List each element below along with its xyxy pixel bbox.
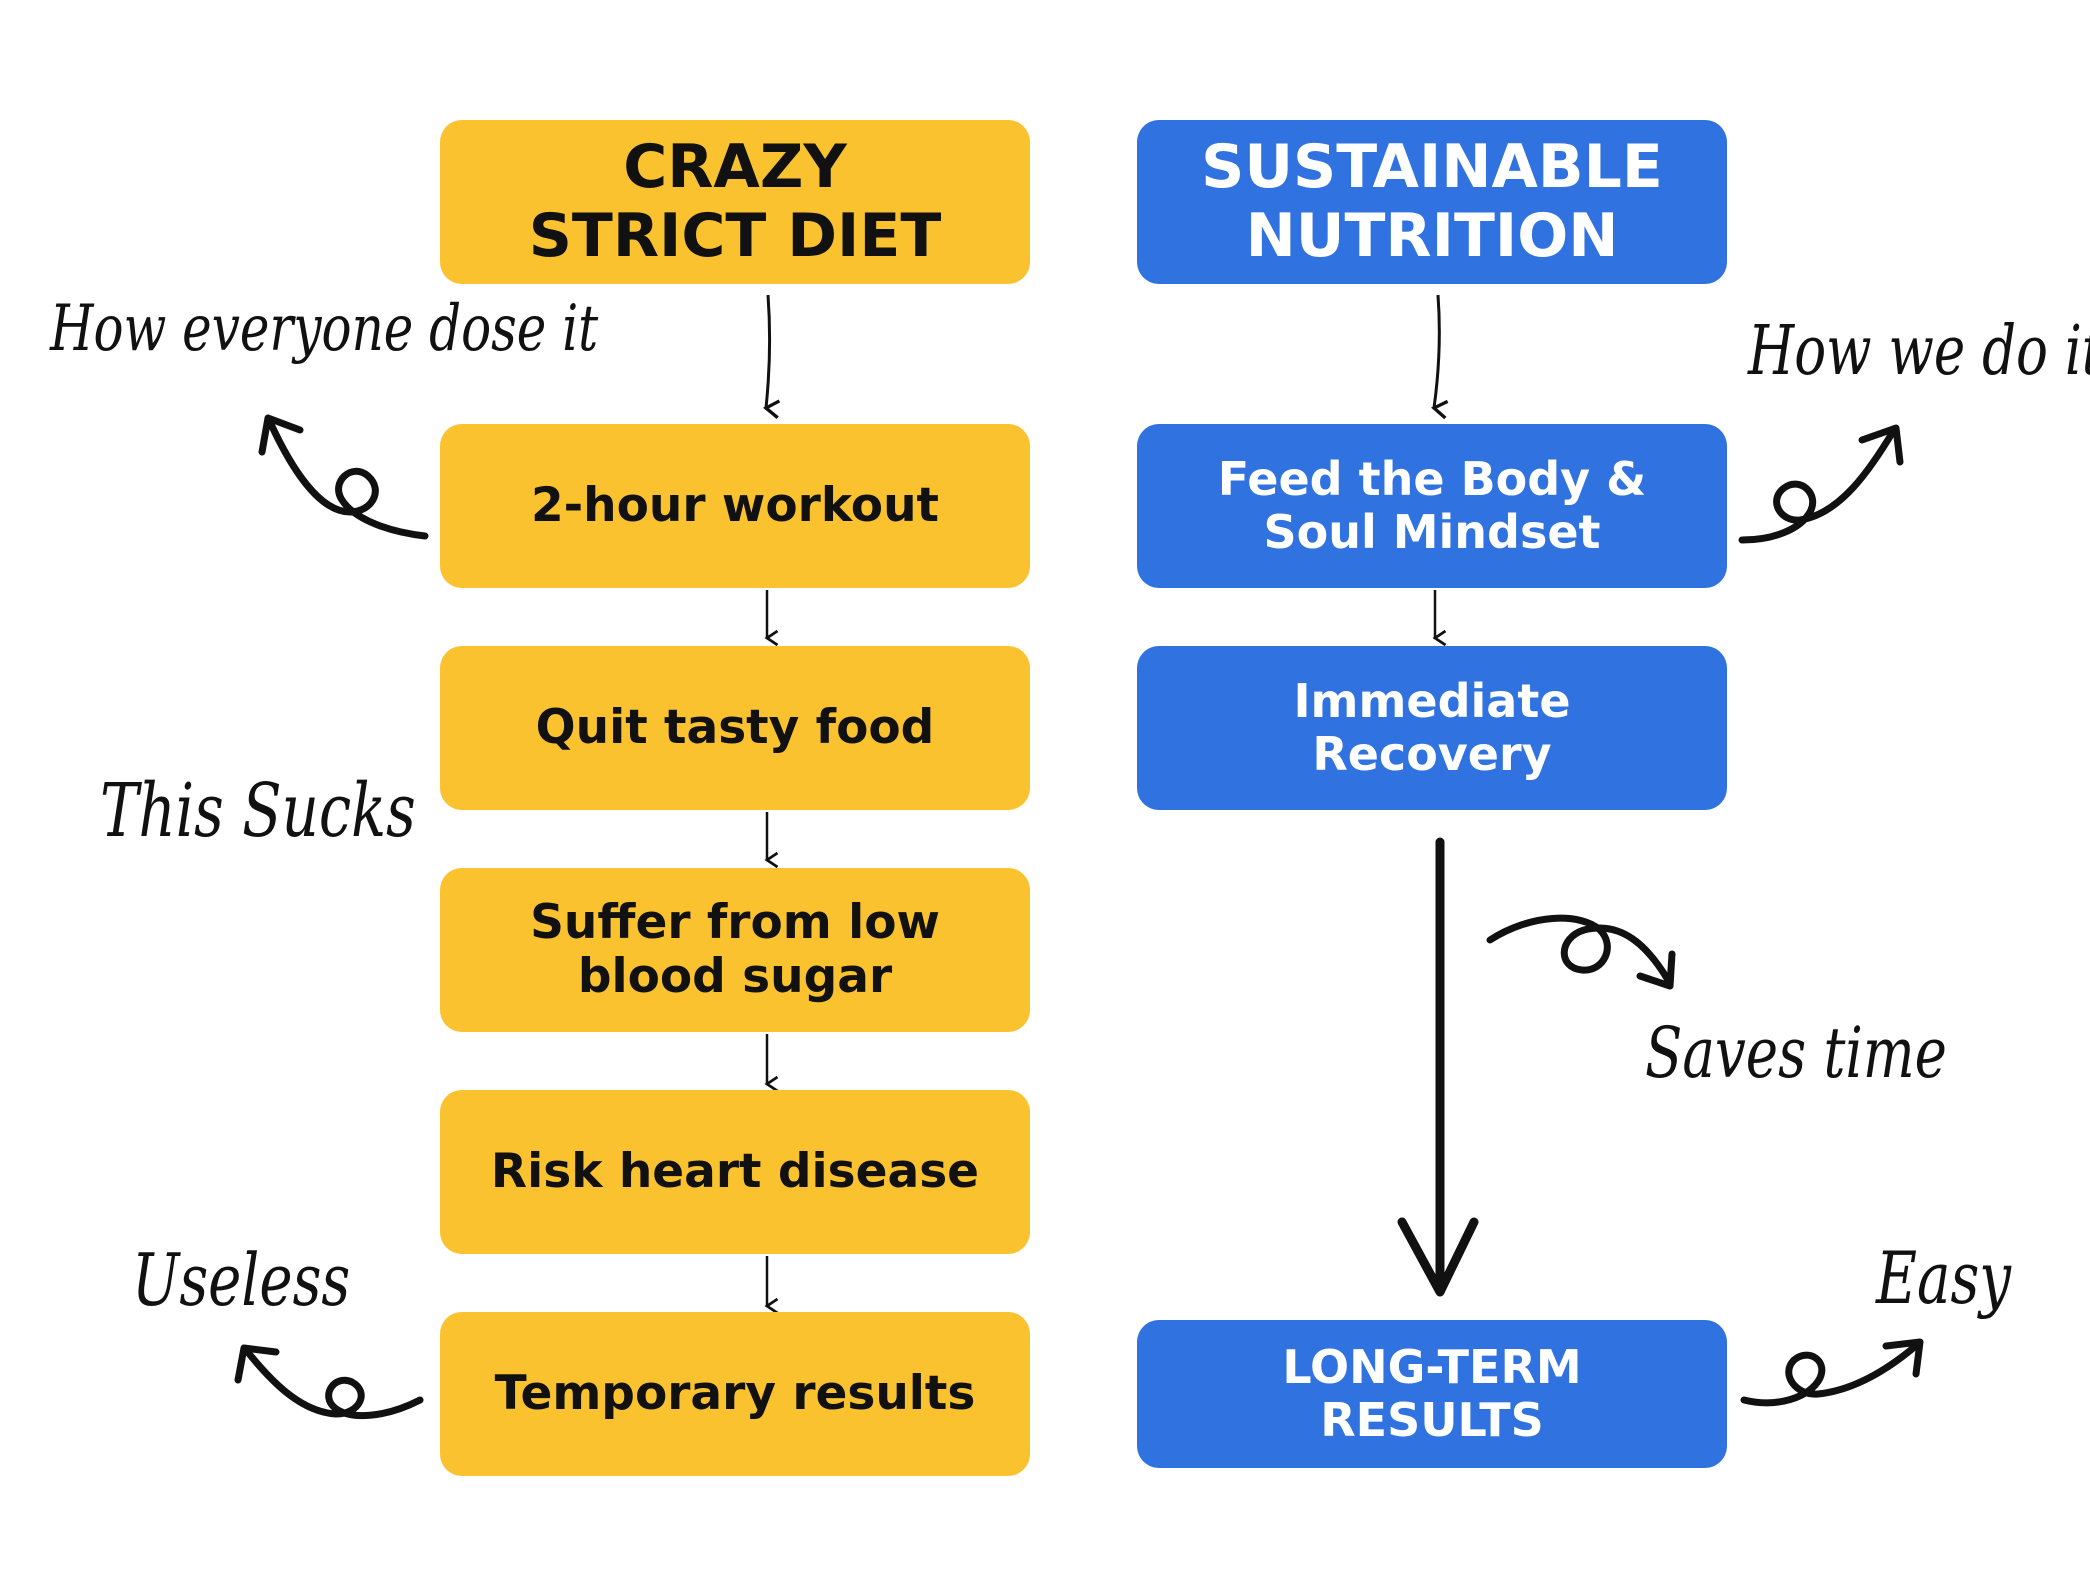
- down-arrow-icon: [1430, 294, 1449, 420]
- left-title: CRAZY STRICT DIET: [528, 132, 942, 271]
- right-step-2: Immediate Recovery: [1137, 646, 1727, 810]
- curly-arrow-icon: [258, 414, 429, 540]
- right-step-label: Immediate Recovery: [1293, 674, 1571, 781]
- right-result-label: LONG-TERM RESULTS: [1282, 1340, 1582, 1447]
- right-title: SUSTAINABLE NUTRITION: [1201, 132, 1663, 271]
- left-step-label: Quit tasty food: [535, 699, 935, 755]
- left-title-box: CRAZY STRICT DIET: [440, 120, 1030, 284]
- left-step-4: Risk heart disease: [440, 1090, 1030, 1254]
- annotation-how-we: How we do it: [1748, 312, 2090, 391]
- left-step-3: Suffer from low blood sugar: [440, 868, 1030, 1032]
- right-step-1: Feed the Body & Soul Mindset: [1137, 424, 1727, 588]
- right-title-box: SUSTAINABLE NUTRITION: [1137, 120, 1727, 284]
- annotation-this-sucks: This Sucks: [100, 768, 416, 854]
- right-step-label: Feed the Body & Soul Mindset: [1217, 452, 1647, 559]
- down-arrow-icon: [762, 294, 781, 419]
- annotation-saves-time: Saves time: [1645, 1012, 1947, 1094]
- left-step-5: Temporary results: [440, 1312, 1030, 1476]
- annotation-how-everyone: How everyone dose it: [50, 292, 599, 366]
- left-step-label: Suffer from low blood sugar: [530, 894, 940, 1004]
- big-down-arrow-icon: [1397, 837, 1479, 1297]
- right-result-box: LONG-TERM RESULTS: [1137, 1320, 1727, 1468]
- curly-arrow-icon: [234, 1344, 424, 1420]
- annotation-useless: Useless: [132, 1238, 351, 1322]
- annotation-easy: Easy: [1876, 1236, 2012, 1320]
- left-step-label: Risk heart disease: [490, 1143, 980, 1199]
- curly-arrow-icon: [1740, 1338, 1924, 1407]
- curly-arrow-icon: [1738, 424, 1904, 544]
- left-step-1: 2-hour workout: [440, 424, 1030, 588]
- left-step-label: 2-hour workout: [530, 477, 940, 533]
- left-step-label: Temporary results: [494, 1365, 976, 1421]
- left-step-2: Quit tasty food: [440, 646, 1030, 810]
- curly-arrow-icon: [1486, 914, 1676, 990]
